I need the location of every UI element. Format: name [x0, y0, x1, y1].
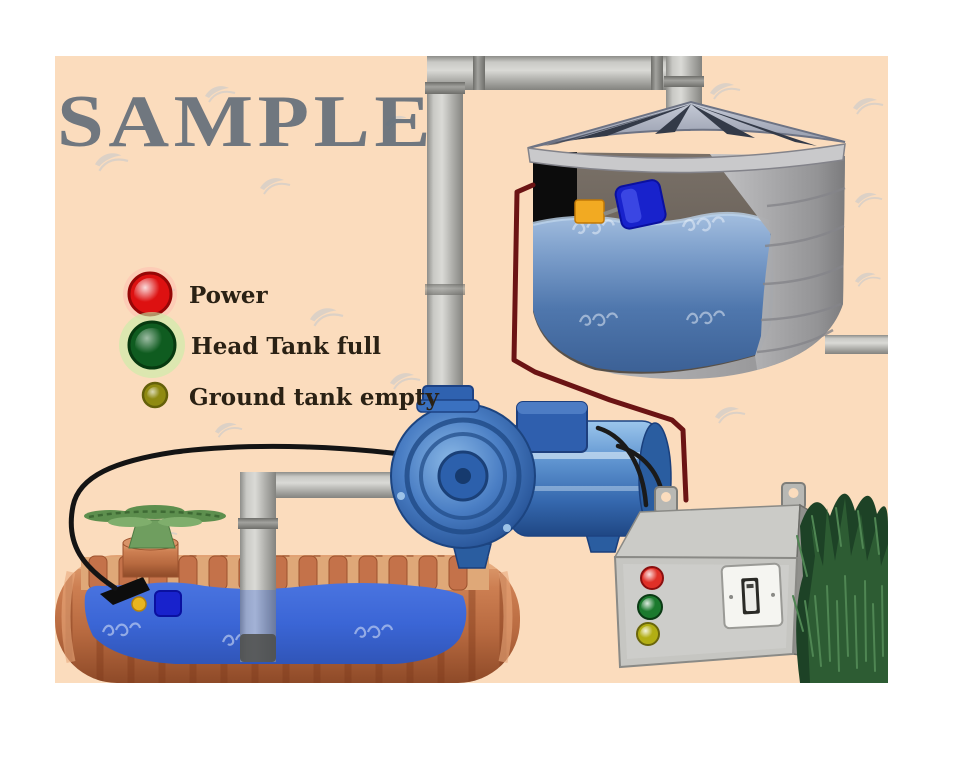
volute-bolt [397, 492, 405, 500]
pipe-joint [238, 518, 278, 529]
legend-label-head-tank-full: Head Tank full [191, 333, 381, 360]
pipe-joint [425, 284, 465, 295]
manhole-plant [84, 505, 226, 549]
pipe-joint [651, 56, 663, 90]
bush-front [807, 498, 888, 683]
low-level-sensor-black [100, 577, 150, 605]
bush-blades [792, 507, 884, 672]
control-box-top [613, 504, 801, 559]
indicator-light-ground-tank-empty [636, 622, 660, 646]
legend-item-power: Power [123, 267, 268, 321]
tank-end-highlight-right [498, 571, 513, 663]
ground-tank-cable-black [68, 443, 438, 591]
head-tank-water [533, 213, 774, 372]
pipe-joint [425, 82, 465, 94]
legend-label-power: Power [189, 282, 268, 309]
mounting-tab [654, 486, 678, 514]
pipe-joint [664, 76, 704, 87]
legend: Power Head Tank full Ground tank empty [119, 267, 440, 411]
head-tank-wire-red [511, 182, 689, 503]
volute-bolt [503, 524, 511, 532]
indicator-light-power [640, 566, 664, 590]
indicator-light-head-tank-full [637, 594, 663, 620]
pump-system-illustration: SAMPLE [55, 56, 888, 683]
motor-stripe [513, 452, 655, 459]
pipe-joint [473, 56, 485, 90]
motor-stripe [513, 486, 655, 491]
tank-rib-lines [756, 186, 846, 354]
float-switch [614, 179, 667, 230]
head-tank-lid [527, 100, 846, 149]
ground-tank [55, 505, 520, 683]
volute-ring [419, 432, 507, 520]
delivery-pipe-run [425, 56, 888, 407]
discharge-collar [416, 399, 480, 413]
illustration-canvas: SAMPLE [55, 56, 888, 683]
terminal-box-lid [517, 402, 587, 414]
legend-item-head-tank-full: Head Tank full [119, 312, 381, 378]
bush [792, 493, 888, 683]
sensor-yellow-dot [131, 596, 147, 612]
overflow-pipe [825, 335, 888, 354]
sample-watermark-text: SAMPLE [57, 81, 435, 163]
foot-valve [240, 634, 276, 662]
volute-ring [404, 417, 522, 535]
tank-end-highlight-left [61, 571, 76, 663]
head-tank-exterior-ribs [710, 154, 845, 370]
suction-pipe-vertical [240, 472, 276, 662]
riser-pipe [427, 56, 463, 407]
level-sensor-yellow [574, 199, 605, 224]
head-tank [527, 100, 846, 380]
legend-item-ground-tank-empty: Ground tank empty [141, 381, 440, 411]
power-switch [720, 562, 784, 630]
volute-hub [455, 468, 471, 484]
float-cube-blue [154, 590, 182, 617]
legend-label-ground-tank-empty: Ground tank empty [189, 384, 440, 411]
lid-segments [544, 104, 817, 146]
head-tank-rim [527, 143, 846, 174]
